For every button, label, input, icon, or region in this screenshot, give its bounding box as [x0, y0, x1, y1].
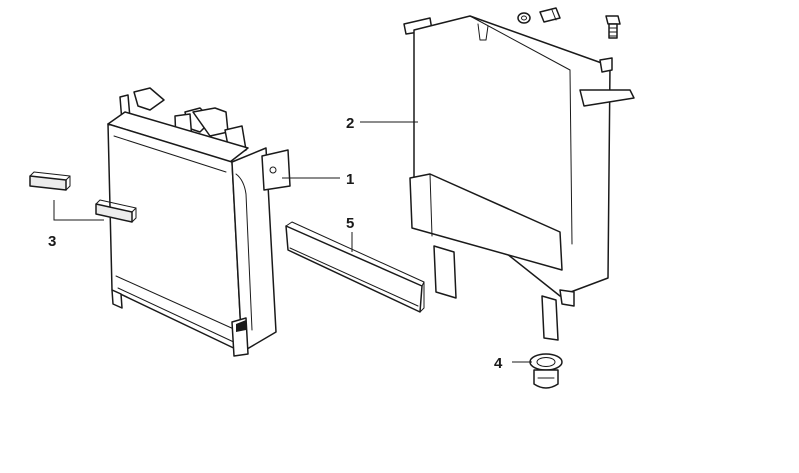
leader-line-3 [53, 200, 104, 221]
callout-3: 3 [48, 233, 56, 250]
screw-part-left[interactable] [539, 7, 561, 23]
grommet-part[interactable] [529, 353, 563, 389]
callout-2: 2 [346, 115, 354, 132]
adhesive-pad-lower[interactable] [95, 199, 137, 223]
callout-5: 5 [346, 215, 354, 232]
insulating-strip-part[interactable] [285, 221, 425, 313]
leader-lines [53, 121, 532, 363]
callout-1: 1 [346, 171, 354, 188]
adhesive-pad-upper[interactable] [29, 171, 71, 191]
screw-part-right[interactable] [605, 15, 621, 39]
control-unit-part[interactable] [107, 87, 291, 357]
callout-4: 4 [494, 355, 503, 372]
mounting-bracket-part[interactable] [403, 15, 635, 341]
washer-part[interactable] [517, 12, 531, 24]
